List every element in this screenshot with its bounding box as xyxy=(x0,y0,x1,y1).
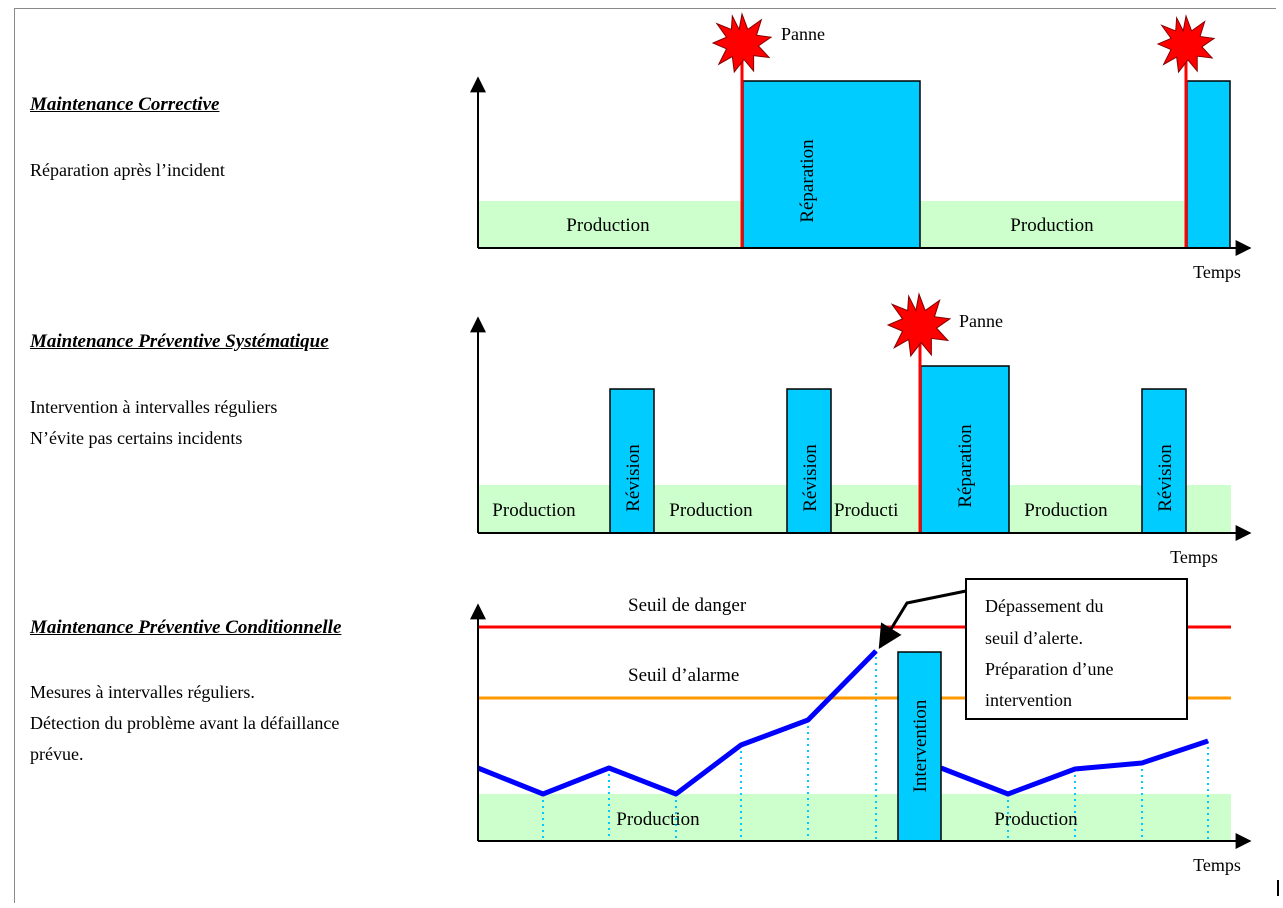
time-axis-label: Temps xyxy=(1193,855,1241,875)
reparation-label: Réparation xyxy=(797,139,818,223)
diagram-systematique: Panne Production Production Producti Pro… xyxy=(470,293,1252,567)
reparation-block xyxy=(1186,80,1231,249)
desc-corrective: Réparation après l’incident xyxy=(30,155,225,186)
production-label: Production xyxy=(994,809,1078,830)
production-label: Production xyxy=(616,809,700,830)
revision-label: Révision xyxy=(800,444,821,512)
revision-label: Révision xyxy=(623,444,644,512)
edge-mark xyxy=(1277,880,1279,896)
callout-arrow xyxy=(878,589,967,650)
production-band xyxy=(920,201,1186,248)
reparation-label: Réparation xyxy=(955,424,976,508)
page-frame xyxy=(14,8,1276,903)
desc-line: Réparation après l’incident xyxy=(30,160,225,180)
diagram-conditionnelle: Dépassement du seuil d’alerte. Préparati… xyxy=(470,578,1252,875)
reparation-block xyxy=(742,80,921,249)
alarm-threshold-label: Seuil d’alarme xyxy=(628,665,739,686)
production-label: Production xyxy=(566,215,650,236)
revision-label: Révision xyxy=(1155,444,1176,512)
revision-block xyxy=(786,388,832,534)
title-systematique: Maintenance Préventive Systématique xyxy=(30,331,329,352)
panne-label: Panne xyxy=(781,24,825,44)
production-label: Production xyxy=(669,500,753,521)
desc-line: N’évite pas certains incidents xyxy=(30,428,243,448)
intervention-label: Intervention xyxy=(910,699,931,792)
desc-line: Mesures à intervalles réguliers. xyxy=(30,682,255,702)
callout-line: Préparation d’une xyxy=(985,659,1113,679)
danger-threshold-label: Seuil de danger xyxy=(628,595,747,616)
title-corrective: Maintenance Corrective xyxy=(30,94,220,115)
revision-block xyxy=(609,388,655,534)
production-band xyxy=(478,201,742,248)
desc-line: Détection du problème avant la défaillan… xyxy=(30,713,340,733)
desc-line: prévue. xyxy=(30,744,84,764)
time-axis-label: Temps xyxy=(1193,262,1241,282)
production-label: Production xyxy=(492,500,576,521)
callout-line: intervention xyxy=(985,690,1072,710)
production-label: Producti xyxy=(834,500,898,521)
panne-label: Panne xyxy=(959,311,1003,331)
time-axis-label: Temps xyxy=(1170,547,1218,567)
production-band xyxy=(478,485,1231,533)
callout-box xyxy=(965,578,1188,720)
production-label: Production xyxy=(1010,215,1094,236)
desc-conditionnelle: Mesures à intervalles réguliers. Détecti… xyxy=(30,677,339,770)
desc-line: Intervention à intervalles réguliers xyxy=(30,397,278,417)
measure-curve xyxy=(477,649,878,797)
measure-curve xyxy=(940,738,1209,797)
production-band xyxy=(478,794,1231,841)
revision-block xyxy=(1141,388,1187,534)
callout-line: seuil d’alerte. xyxy=(985,628,1083,648)
callout-line: Dépassement du xyxy=(985,596,1103,616)
intervention-block xyxy=(897,651,942,842)
title-conditionnelle: Maintenance Préventive Conditionnelle xyxy=(30,617,342,638)
production-label: Production xyxy=(1024,500,1108,521)
desc-systematique: Intervention à intervalles réguliers N’é… xyxy=(30,392,277,454)
diagram-corrective: Panne Production Production Réparation T… xyxy=(470,13,1252,282)
